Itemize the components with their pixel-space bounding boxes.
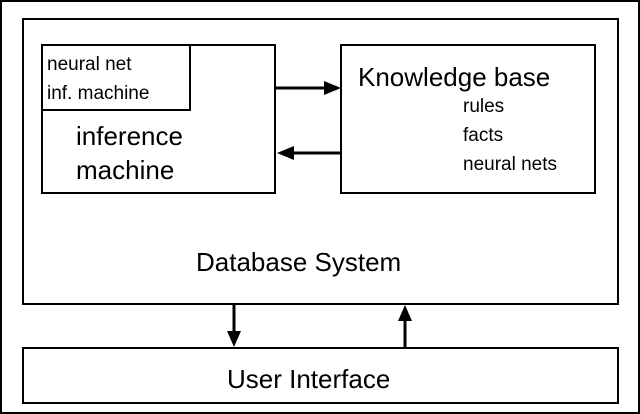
knowledge-base-item-facts: facts — [463, 125, 504, 146]
inf-machine-label: inf. machine — [47, 83, 150, 104]
user-interface-box — [22, 347, 619, 404]
user-interface-label: User Interface — [227, 364, 391, 394]
knowledge-base-box — [340, 44, 596, 194]
machine-label: machine — [76, 155, 175, 185]
knowledge-base-item-rules: rules — [463, 96, 505, 117]
neural-net-label: neural net — [47, 54, 132, 75]
knowledge-base-item-neural-nets: neural nets — [463, 154, 558, 175]
knowledge-base-title: Knowledge base — [358, 62, 551, 92]
neural-net-inf-machine-box — [41, 44, 191, 111]
database-system-label: Database System — [196, 247, 402, 277]
inference-label: inference — [76, 121, 183, 151]
